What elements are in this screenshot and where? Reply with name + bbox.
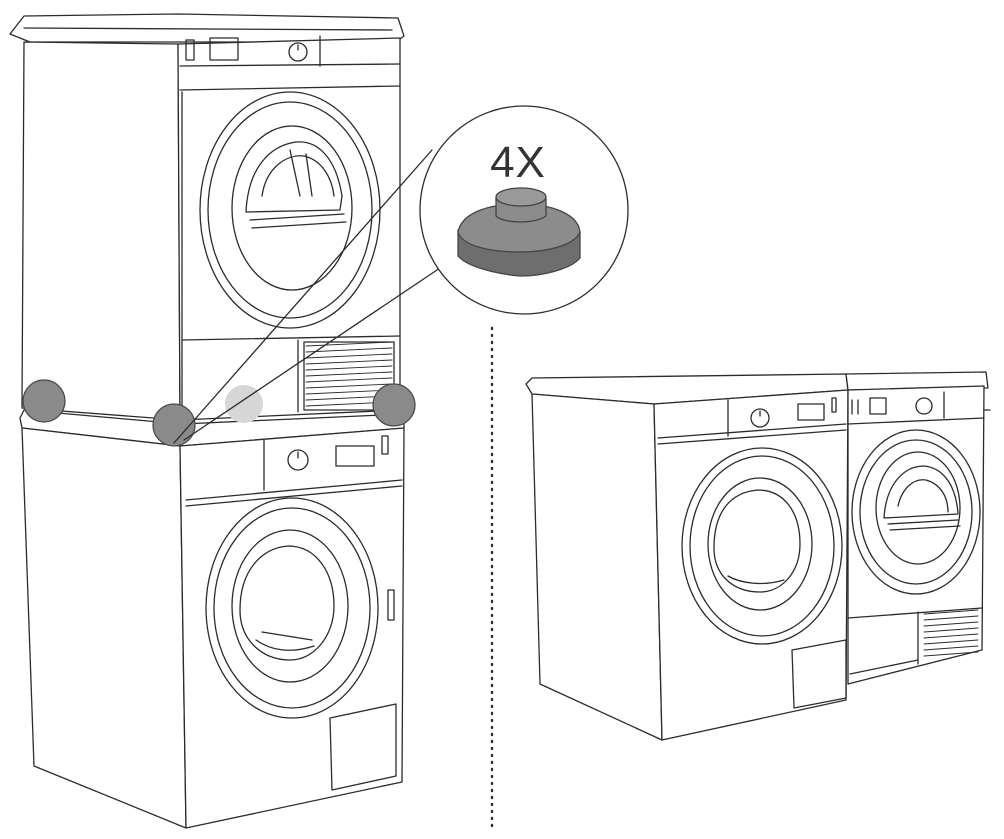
foot-marker-front [153,404,195,446]
foot-position-markers [23,380,415,446]
quantity-label: 4X [490,138,546,187]
side-dryer [846,372,990,684]
side-washer [526,374,848,740]
stacked-washer [20,410,404,828]
foot-marker-hidden [225,385,263,423]
foot-marker-right [373,384,415,426]
foot-marker-left [23,380,65,422]
callout [174,106,628,443]
stacked-configuration [10,14,415,828]
side-by-side-configuration [526,372,990,740]
stacked-dryer [10,14,404,420]
rubber-foot-icon [458,188,580,276]
